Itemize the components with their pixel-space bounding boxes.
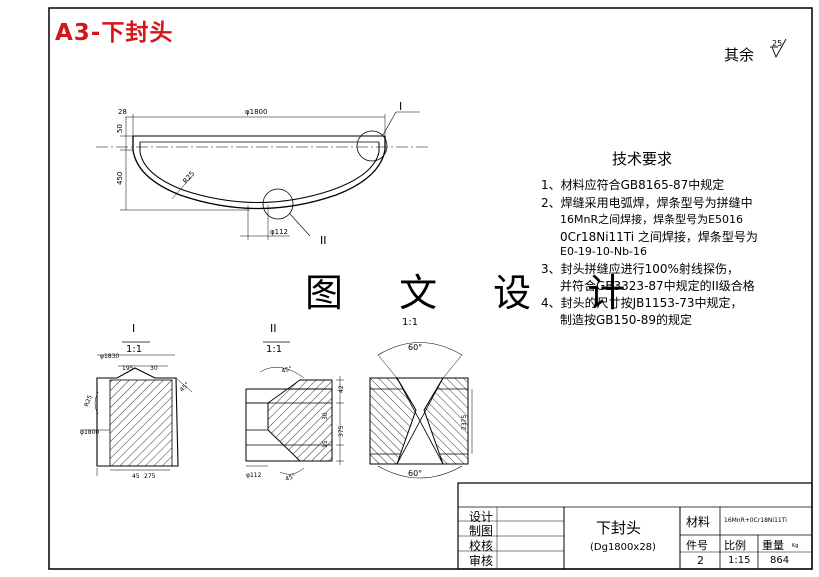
callout-ii-label: II [320, 234, 327, 247]
detail-ii-scale: 1:1 [266, 344, 282, 355]
tech-line-2: 2、焊缝采用电弧焊，焊条型号为拼缝中 [541, 196, 753, 210]
detail-i-dim-5: R25 [83, 394, 94, 408]
tb-spec: (Dg1800x28) [590, 542, 656, 553]
dim-radius: R25 [181, 170, 196, 186]
tb-scale: 1:15 [728, 555, 751, 566]
tech-line-3: 16MnR之间焊接，焊条型号为E5016 [560, 213, 744, 226]
detail-ii-label: II [270, 322, 277, 335]
tb-row-draw: 制图 [469, 524, 494, 538]
detail-i-scale: 1:1 [126, 344, 142, 355]
tech-line-7: 并符合GB3323-87中规定的II级合格 [560, 279, 755, 293]
dim-straight: 50 [116, 124, 124, 133]
tb-weight: 864 [770, 555, 790, 566]
tech-line-5: E0-19-10-Nb-16 [560, 245, 648, 258]
dim-top-thickness: 28 [118, 108, 127, 116]
detail-iii-dim-2: 2375 [461, 415, 468, 430]
detail-iii-drawing [369, 342, 473, 479]
watermark-text: 图 文 设 计 [305, 271, 648, 315]
detail-i-dim-2: 30 [150, 365, 158, 372]
dim-height: 450 [116, 172, 124, 185]
detail-iii-label: 1:1 [402, 317, 418, 328]
sheet-border [48, 7, 813, 570]
detail-i-dim-1: 195 [122, 365, 134, 372]
detail-ii-dim-3: 375 [338, 425, 345, 437]
detail-i-drawing [80, 341, 193, 476]
tb-part-name: 下封头 [596, 519, 642, 537]
detail-ii-dim-2: 30 [322, 412, 329, 420]
tb-row-approve: 审核 [469, 554, 494, 568]
detail-i-dim-3: φ1800 [80, 429, 99, 436]
dim-bottom: φ112 [270, 228, 288, 236]
tech-requirements-title: 技术要求 [612, 150, 673, 168]
roughness-value: 25 [772, 39, 783, 48]
detail-ii-dim-1: 42 [338, 385, 345, 393]
detail-ii-dim-5: φ112 [246, 472, 262, 479]
title-block-grid [457, 482, 813, 570]
tb-material-label: 材料 [686, 515, 711, 529]
dim-diameter: φ1800 [245, 108, 267, 116]
sheet-label: A3-下封头 [55, 20, 174, 46]
roughness-symbol [770, 38, 787, 59]
detail-i-dim-6: 45 [132, 473, 140, 480]
tb-material-value: 16MnR+0Cr18Ni11Ti [724, 517, 787, 524]
detail-i-dim-0: φ1830 [100, 353, 119, 360]
tb-weight-label: 重量 [762, 539, 784, 552]
tech-line-6: 3、封头拼缝应进行100%射线探伤， [541, 262, 739, 276]
detail-ii-drawing [245, 341, 344, 475]
tech-line-9: 制造按GB150-89的规定 [560, 313, 693, 327]
tb-row-design: 设计 [469, 510, 494, 524]
main-view [96, 111, 430, 240]
detail-iii-dim-1: 60° [408, 469, 422, 478]
detail-i-dim-4: 45° [178, 381, 190, 393]
tb-row-check: 校核 [469, 539, 494, 553]
detail-i-label: I [132, 322, 135, 335]
tb-weight-unit: Kg [792, 543, 799, 549]
surface-note: 其余 [724, 46, 755, 64]
tech-line-4: 0Cr18Ni11Ti 之间焊接，焊条型号为 [560, 230, 758, 244]
tb-scale-label: 比例 [724, 539, 746, 552]
detail-ii-dim-4: 15 [322, 440, 329, 448]
tech-line-8: 4、封头的尺寸按JB1153-73中规定， [541, 296, 743, 310]
callout-i-label: I [399, 100, 402, 113]
detail-ii-dim-0: 45° [281, 365, 293, 375]
detail-i-dim-7: 275 [144, 473, 156, 480]
tb-partno-label: 件号 [686, 539, 708, 552]
detail-iii-dim-0: 60° [408, 343, 422, 352]
tech-line-1: 1、材料应符合GB8165-87中规定 [541, 178, 725, 192]
tb-part-no: 2 [697, 554, 704, 567]
detail-ii-dim-6: 45° [284, 473, 296, 483]
